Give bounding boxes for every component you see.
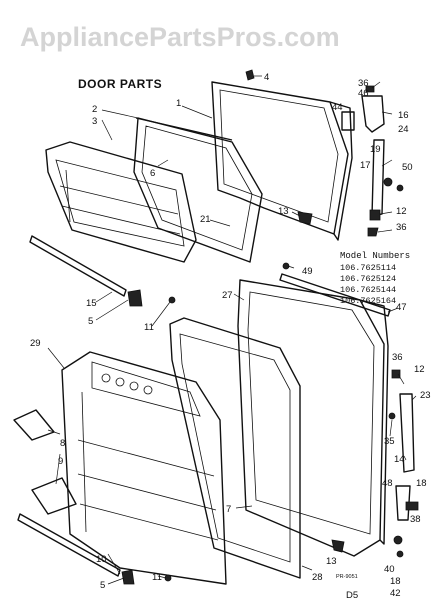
model-number: 106.7625114 xyxy=(340,263,396,273)
diagram-title: DOOR PARTS xyxy=(78,77,162,91)
callout-12: 12 xyxy=(396,206,407,217)
freezer-outer-door-panel xyxy=(211,81,353,241)
callout-17: 17 xyxy=(360,160,371,171)
door-stop xyxy=(331,539,345,553)
callout-19: 19 xyxy=(370,144,381,155)
model-numbers-heading: Model Numbers xyxy=(340,251,410,261)
callout-9: 9 xyxy=(58,456,63,467)
watermark: AppliancePartsPros.com xyxy=(20,22,340,52)
callout-3: 3 xyxy=(92,116,97,127)
refrigerator-outer-door-panel xyxy=(237,279,389,557)
callout-44: 44 xyxy=(332,102,343,113)
callout-21: 21 xyxy=(200,214,211,225)
dairy-compartment-door xyxy=(13,409,55,441)
callout-23: 23 xyxy=(420,390,431,401)
callout-4: 4 xyxy=(264,72,269,83)
callout-28: 28 xyxy=(312,572,323,583)
page-code: D5 xyxy=(346,590,358,600)
shelf-bar-end-cap xyxy=(121,569,135,585)
callout-48: 48 xyxy=(382,478,393,489)
lower-hinge-assembly xyxy=(388,369,419,558)
door-stop xyxy=(297,211,313,225)
callout-42: 42 xyxy=(390,588,401,599)
illustration-code: PR-9051 xyxy=(336,574,358,580)
freezer-door-liner xyxy=(45,141,197,263)
callout-35: 35 xyxy=(384,436,395,447)
breaker-strip xyxy=(135,117,233,141)
freezer-shelf-bar xyxy=(29,235,127,297)
callout-36: 36 xyxy=(392,352,403,363)
callout-15: 15 xyxy=(86,298,97,309)
callout-29: 29 xyxy=(30,338,41,349)
shelf-bar-end-cap xyxy=(127,289,143,307)
screw xyxy=(168,296,176,304)
model-numbers: Model Numbers 106.7625114 106.7625124 10… xyxy=(340,251,410,306)
callout-14: 14 xyxy=(394,454,405,465)
callout-12: 12 xyxy=(414,364,425,375)
callout-5: 5 xyxy=(88,316,93,327)
callout-16: 16 xyxy=(398,110,409,121)
model-number: 106.7625124 xyxy=(340,274,396,284)
callout-10: 10 xyxy=(96,554,107,565)
refrigerator-door-gasket xyxy=(169,317,301,579)
callout-50: 50 xyxy=(402,162,413,173)
callout-47: 47 xyxy=(396,302,407,313)
callout-8: 8 xyxy=(60,438,65,449)
callout-7: 7 xyxy=(226,504,231,515)
callout-5: 5 xyxy=(100,580,105,591)
callout-18: 18 xyxy=(390,576,401,587)
callout-36: 36 xyxy=(358,78,369,89)
callout-6: 6 xyxy=(150,168,155,179)
callout-11: 11 xyxy=(152,572,162,583)
screw xyxy=(245,69,255,81)
freezer-door-gasket xyxy=(133,117,263,263)
callout-49: 49 xyxy=(302,266,313,277)
callout-13: 13 xyxy=(278,206,289,217)
callout-13: 13 xyxy=(326,556,337,567)
callout-24: 24 xyxy=(398,124,409,135)
callout-2: 2 xyxy=(92,104,97,115)
callout-11: 11 xyxy=(144,322,154,333)
model-number: 106.7625164 xyxy=(340,296,396,306)
refrigerator-shelf-bar xyxy=(17,513,121,577)
refrigerator-door-liner xyxy=(61,351,227,585)
part-callouts: 1 2 3 4 5 5 6 7 8 9 10 11 11 12 12 13 13… xyxy=(30,72,431,599)
callout-36: 36 xyxy=(396,222,407,233)
callout-1: 1 xyxy=(176,98,181,109)
callout-46: 46 xyxy=(358,88,369,99)
callout-18: 18 xyxy=(416,478,427,489)
callout-40: 40 xyxy=(384,564,395,575)
model-number: 106.7625144 xyxy=(340,285,396,295)
butter-compartment-door xyxy=(31,477,77,515)
callout-38: 38 xyxy=(410,514,421,525)
callout-27: 27 xyxy=(222,290,233,301)
leader-lines xyxy=(47,75,417,585)
door-stop-rod xyxy=(279,273,391,317)
